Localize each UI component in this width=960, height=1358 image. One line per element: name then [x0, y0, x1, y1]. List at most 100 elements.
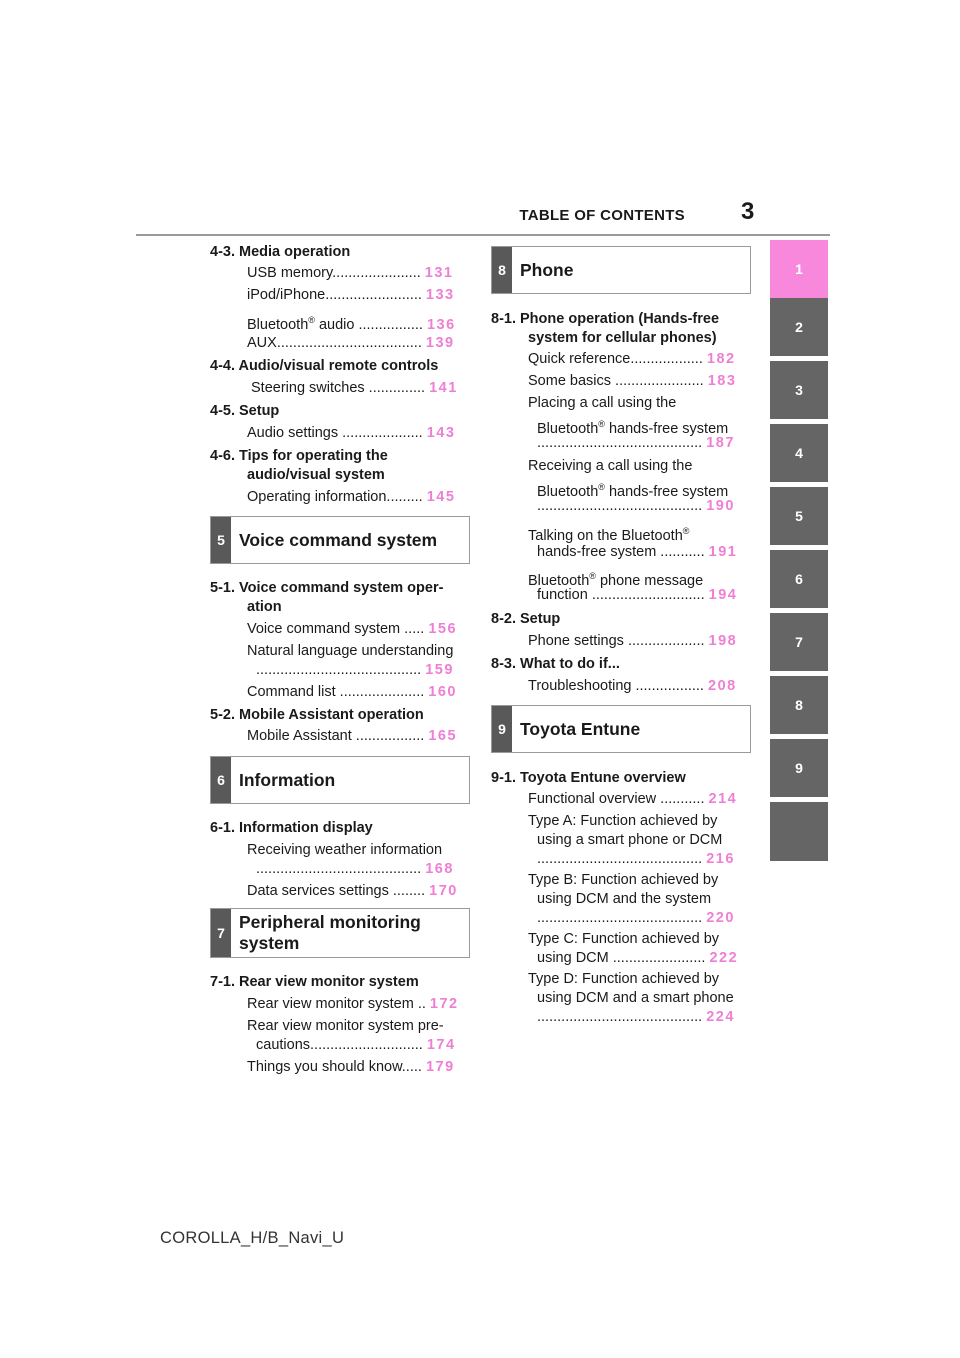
- toc-entry-type-c-page[interactable]: using DCM ....................... 222: [537, 950, 739, 966]
- page-number: 3: [741, 198, 755, 225]
- page-link: 156: [428, 621, 458, 637]
- toc-entry-some-basics[interactable]: Some basics ...................... 183: [528, 373, 737, 389]
- toc-entry-type-d-page[interactable]: ........................................…: [537, 1009, 735, 1025]
- page-link: 214: [708, 791, 738, 807]
- footer-model-code: COROLLA_H/B_Navi_U: [160, 1229, 345, 1247]
- toc-entry-steering-switches[interactable]: Steering switches .............. 141: [251, 380, 458, 396]
- toc-entry-talking[interactable]: Talking on the Bluetooth®: [528, 526, 690, 544]
- toc-entry-type-b[interactable]: Type B: Function achieved by: [528, 872, 719, 888]
- toc-entry-rear-view-precautions[interactable]: Rear view monitor system pre-: [247, 1018, 444, 1034]
- toc-entry-operating-information[interactable]: Operating information......... 145: [247, 489, 456, 505]
- page-link: 179: [425, 1059, 455, 1075]
- page-link: 159: [425, 662, 454, 678]
- toc-entry-receiving-call[interactable]: Receiving a call using the: [528, 458, 693, 474]
- side-tab-3[interactable]: 3: [770, 361, 828, 419]
- toc-entry-troubleshooting[interactable]: Troubleshooting ................. 208: [528, 678, 737, 694]
- toc-entry-type-a-cont[interactable]: using a smart phone or DCM: [537, 832, 723, 848]
- toc-entry-type-a-page[interactable]: ........................................…: [537, 851, 735, 867]
- section-8-1-cont: system for cellular phones): [528, 330, 717, 346]
- section-9-1: 9-1. Toyota Entune overview: [491, 770, 686, 786]
- section-4-6: 4-6. Tips for operating the: [210, 448, 388, 464]
- toc-entry-usb-memory[interactable]: USB memory...................... 131: [247, 265, 454, 281]
- side-tab-5[interactable]: 5: [770, 487, 828, 545]
- chapter-title: Voice command system: [239, 529, 438, 550]
- page-link: 136: [426, 316, 456, 333]
- section-4-5: 4-5. Setup: [210, 403, 280, 419]
- toc-entry-natural-language[interactable]: Natural language understanding: [247, 643, 454, 659]
- chapter-number: 9: [492, 706, 512, 752]
- page-link: 165: [428, 728, 458, 744]
- chapter-5-box[interactable]: 5 Voice command system: [210, 516, 470, 564]
- section-4-3: 4-3. Media operation: [210, 244, 351, 260]
- page-link: 145: [426, 489, 456, 505]
- chapter-number: 6: [211, 757, 231, 803]
- page-link: 133: [425, 287, 455, 303]
- page-link: 194: [708, 587, 738, 603]
- toc-entry-weather-page[interactable]: ........................................…: [256, 861, 454, 877]
- header-divider: [136, 234, 830, 236]
- toc-entry-type-a[interactable]: Type A: Function achieved by: [528, 813, 718, 829]
- toc-entry-type-c[interactable]: Type C: Function achieved by: [528, 931, 720, 947]
- toc-entry-bluetooth-audio[interactable]: Bluetooth® audio ................ 136: [247, 315, 456, 333]
- toc-entry-type-b-page[interactable]: ........................................…: [537, 910, 735, 926]
- toc-entry-placing-call-page[interactable]: ........................................…: [537, 435, 735, 451]
- side-tab-4[interactable]: 4: [770, 424, 828, 482]
- toc-entry-type-d[interactable]: Type D: Function achieved by: [528, 971, 720, 987]
- toc-entry-rear-view-precautions-page[interactable]: cautions............................ 174: [256, 1037, 456, 1053]
- toc-entry-things-to-know[interactable]: Things you should know..... 179: [247, 1059, 455, 1075]
- page-link: 170: [429, 883, 458, 899]
- page-link: 187: [706, 435, 735, 451]
- toc-entry-ipod[interactable]: iPod/iPhone........................ 133: [247, 287, 455, 303]
- section-7-1: 7-1. Rear view monitor system: [210, 974, 419, 990]
- page-link: 139: [425, 335, 455, 351]
- page-link: 220: [706, 910, 735, 926]
- side-tab-6[interactable]: 6: [770, 550, 828, 608]
- toc-entry-type-d-cont[interactable]: using DCM and a smart phone: [537, 990, 734, 1006]
- toc-entry-receiving-call-page[interactable]: ........................................…: [537, 498, 735, 514]
- chapter-9-box[interactable]: 9 Toyota Entune: [491, 705, 751, 753]
- toc-entry-weather[interactable]: Receiving weather information: [247, 842, 443, 858]
- toc-entry-natural-language-page[interactable]: ........................................…: [256, 662, 454, 678]
- toc-entry-phone-message[interactable]: Bluetooth® phone message: [528, 571, 704, 589]
- toc-entry-receiving-call-cont[interactable]: Bluetooth® hands-free system: [537, 482, 729, 500]
- toc-entry-functional-overview[interactable]: Functional overview ........... 214: [528, 791, 738, 807]
- chapter-number: 5: [211, 517, 231, 563]
- page-link: 174: [426, 1037, 456, 1053]
- toc-entry-mobile-assistant[interactable]: Mobile Assistant ................. 165: [247, 728, 458, 744]
- toc-entry-placing-call-cont[interactable]: Bluetooth® hands-free system: [537, 419, 729, 437]
- section-4-6-cont: audio/visual system: [247, 467, 385, 483]
- toc-entry-command-list[interactable]: Command list ..................... 160: [247, 684, 457, 700]
- side-tab-2[interactable]: 2: [770, 298, 828, 356]
- side-tab-1[interactable]: 1: [770, 240, 828, 298]
- page-link: 183: [707, 373, 737, 389]
- side-tab-8[interactable]: 8: [770, 676, 828, 734]
- section-5-2: 5-2. Mobile Assistant operation: [210, 707, 424, 723]
- toc-entry-quick-reference[interactable]: Quick reference.................. 182: [528, 351, 736, 367]
- side-tab-9[interactable]: 9: [770, 739, 828, 797]
- section-6-1: 6-1. Information display: [210, 820, 373, 836]
- chapter-number: 8: [492, 247, 512, 293]
- toc-entry-voice-command-system[interactable]: Voice command system ..... 156: [247, 621, 458, 637]
- toc-entry-rear-view-monitor[interactable]: Rear view monitor system .. 172: [247, 996, 459, 1012]
- side-tab-7[interactable]: 7: [770, 613, 828, 671]
- section-8-2: 8-2. Setup: [491, 611, 561, 627]
- toc-entry-audio-settings[interactable]: Audio settings .................... 143: [247, 425, 456, 441]
- page-link: 182: [706, 351, 736, 367]
- toc-entry-data-services[interactable]: Data services settings ........ 170: [247, 883, 458, 899]
- page-link: 224: [706, 1009, 735, 1025]
- toc-entry-phone-settings[interactable]: Phone settings ................... 198: [528, 633, 738, 649]
- page-link: 191: [708, 544, 738, 560]
- toc-entry-placing-call[interactable]: Placing a call using the: [528, 395, 677, 411]
- page-link: 198: [708, 633, 738, 649]
- page-header-title: TABLE OF CONTENTS: [519, 207, 685, 224]
- page-link: 141: [429, 380, 458, 396]
- chapter-8-box[interactable]: 8 Phone: [491, 246, 751, 294]
- chapter-6-box[interactable]: 6 Information: [210, 756, 470, 804]
- section-8-3: 8-3. What to do if...: [491, 656, 620, 672]
- toc-entry-talking-page[interactable]: hands-free system ........... 191: [537, 544, 738, 560]
- toc-entry-aux[interactable]: AUX.................................... …: [247, 335, 455, 351]
- toc-entry-phone-message-page[interactable]: function ............................ 19…: [537, 587, 738, 603]
- toc-entry-type-b-cont[interactable]: using DCM and the system: [537, 891, 712, 907]
